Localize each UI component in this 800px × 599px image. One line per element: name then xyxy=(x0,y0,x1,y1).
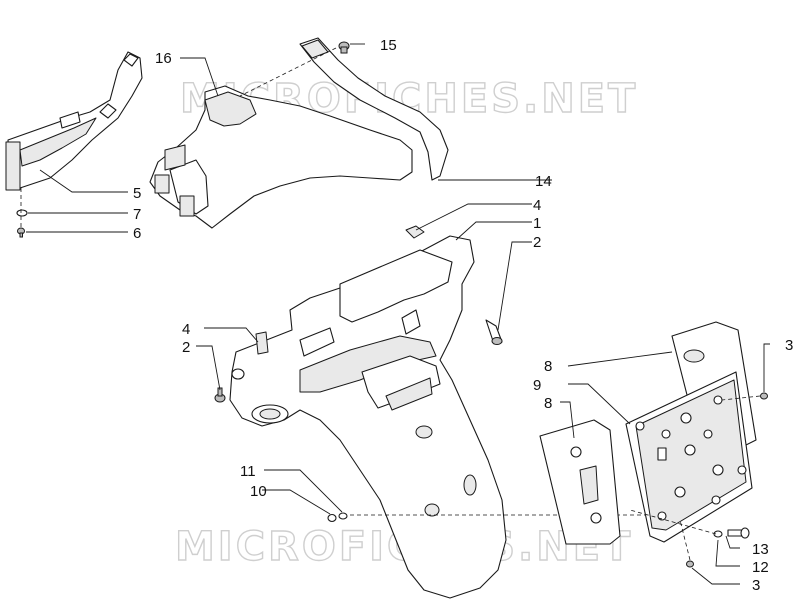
callout-12: 13 xyxy=(752,541,769,558)
part-8-bracket-front[interactable] xyxy=(539,419,621,545)
callout-15: 14 xyxy=(535,173,552,190)
assembly-axis-12 xyxy=(629,509,717,535)
callout-10: 11 xyxy=(240,463,256,480)
part-14-inner-mudguard[interactable] xyxy=(149,85,413,229)
part-9-nut[interactable] xyxy=(327,513,337,523)
callout-13: 12 xyxy=(752,559,769,576)
assembly-axis-3-upper xyxy=(721,395,761,401)
callout-6: 6 xyxy=(133,225,141,242)
callout-9: 10 xyxy=(250,483,267,500)
part-7-washer[interactable] xyxy=(16,209,28,217)
callout-1: 1 xyxy=(533,215,541,232)
callout-labels: 16 15 14 4 1 2 5 7 6 4 2 8 9 8 3 11 10 1… xyxy=(133,37,793,594)
callout-16: 15 xyxy=(380,37,397,54)
part-10-washer[interactable] xyxy=(338,512,348,520)
callout-14: 16 xyxy=(155,50,172,67)
callout-11: 9 xyxy=(533,377,541,394)
leader-lines xyxy=(26,43,770,585)
part-11-plate-holder[interactable] xyxy=(625,371,753,543)
callout-8-lower: 8 xyxy=(544,395,552,412)
part-6-screw[interactable] xyxy=(17,227,25,238)
part-4-clip-left[interactable] xyxy=(255,331,269,355)
callout-2-right: 2 xyxy=(533,234,541,251)
callout-8-upper: 8 xyxy=(544,358,552,375)
part-4-clip-upper[interactable] xyxy=(405,225,425,239)
part-1-rear-mudguard[interactable] xyxy=(229,235,507,599)
callout-5: 5 xyxy=(133,185,141,202)
callout-4-upper: 4 xyxy=(533,197,541,214)
part-13-washer[interactable] xyxy=(713,530,723,538)
part-3-screw-upper[interactable] xyxy=(760,392,768,400)
part-15-cover-strip[interactable] xyxy=(299,37,449,181)
callout-3-upper: 3 xyxy=(785,337,793,354)
callout-3-lower: 3 xyxy=(752,577,760,594)
callout-4-left: 4 xyxy=(182,321,190,338)
part-3-screw-lower[interactable] xyxy=(686,560,694,568)
assembly-axis-16 xyxy=(239,47,337,97)
part-2-screw-right[interactable] xyxy=(485,319,503,345)
part-2-screw-left[interactable] xyxy=(214,387,226,403)
callout-7: 7 xyxy=(133,206,141,223)
part-16-screw[interactable] xyxy=(338,41,350,54)
part-12-bolt[interactable] xyxy=(727,527,750,539)
callout-2-left: 2 xyxy=(182,339,190,356)
part-5-side-cover[interactable] xyxy=(5,51,143,191)
